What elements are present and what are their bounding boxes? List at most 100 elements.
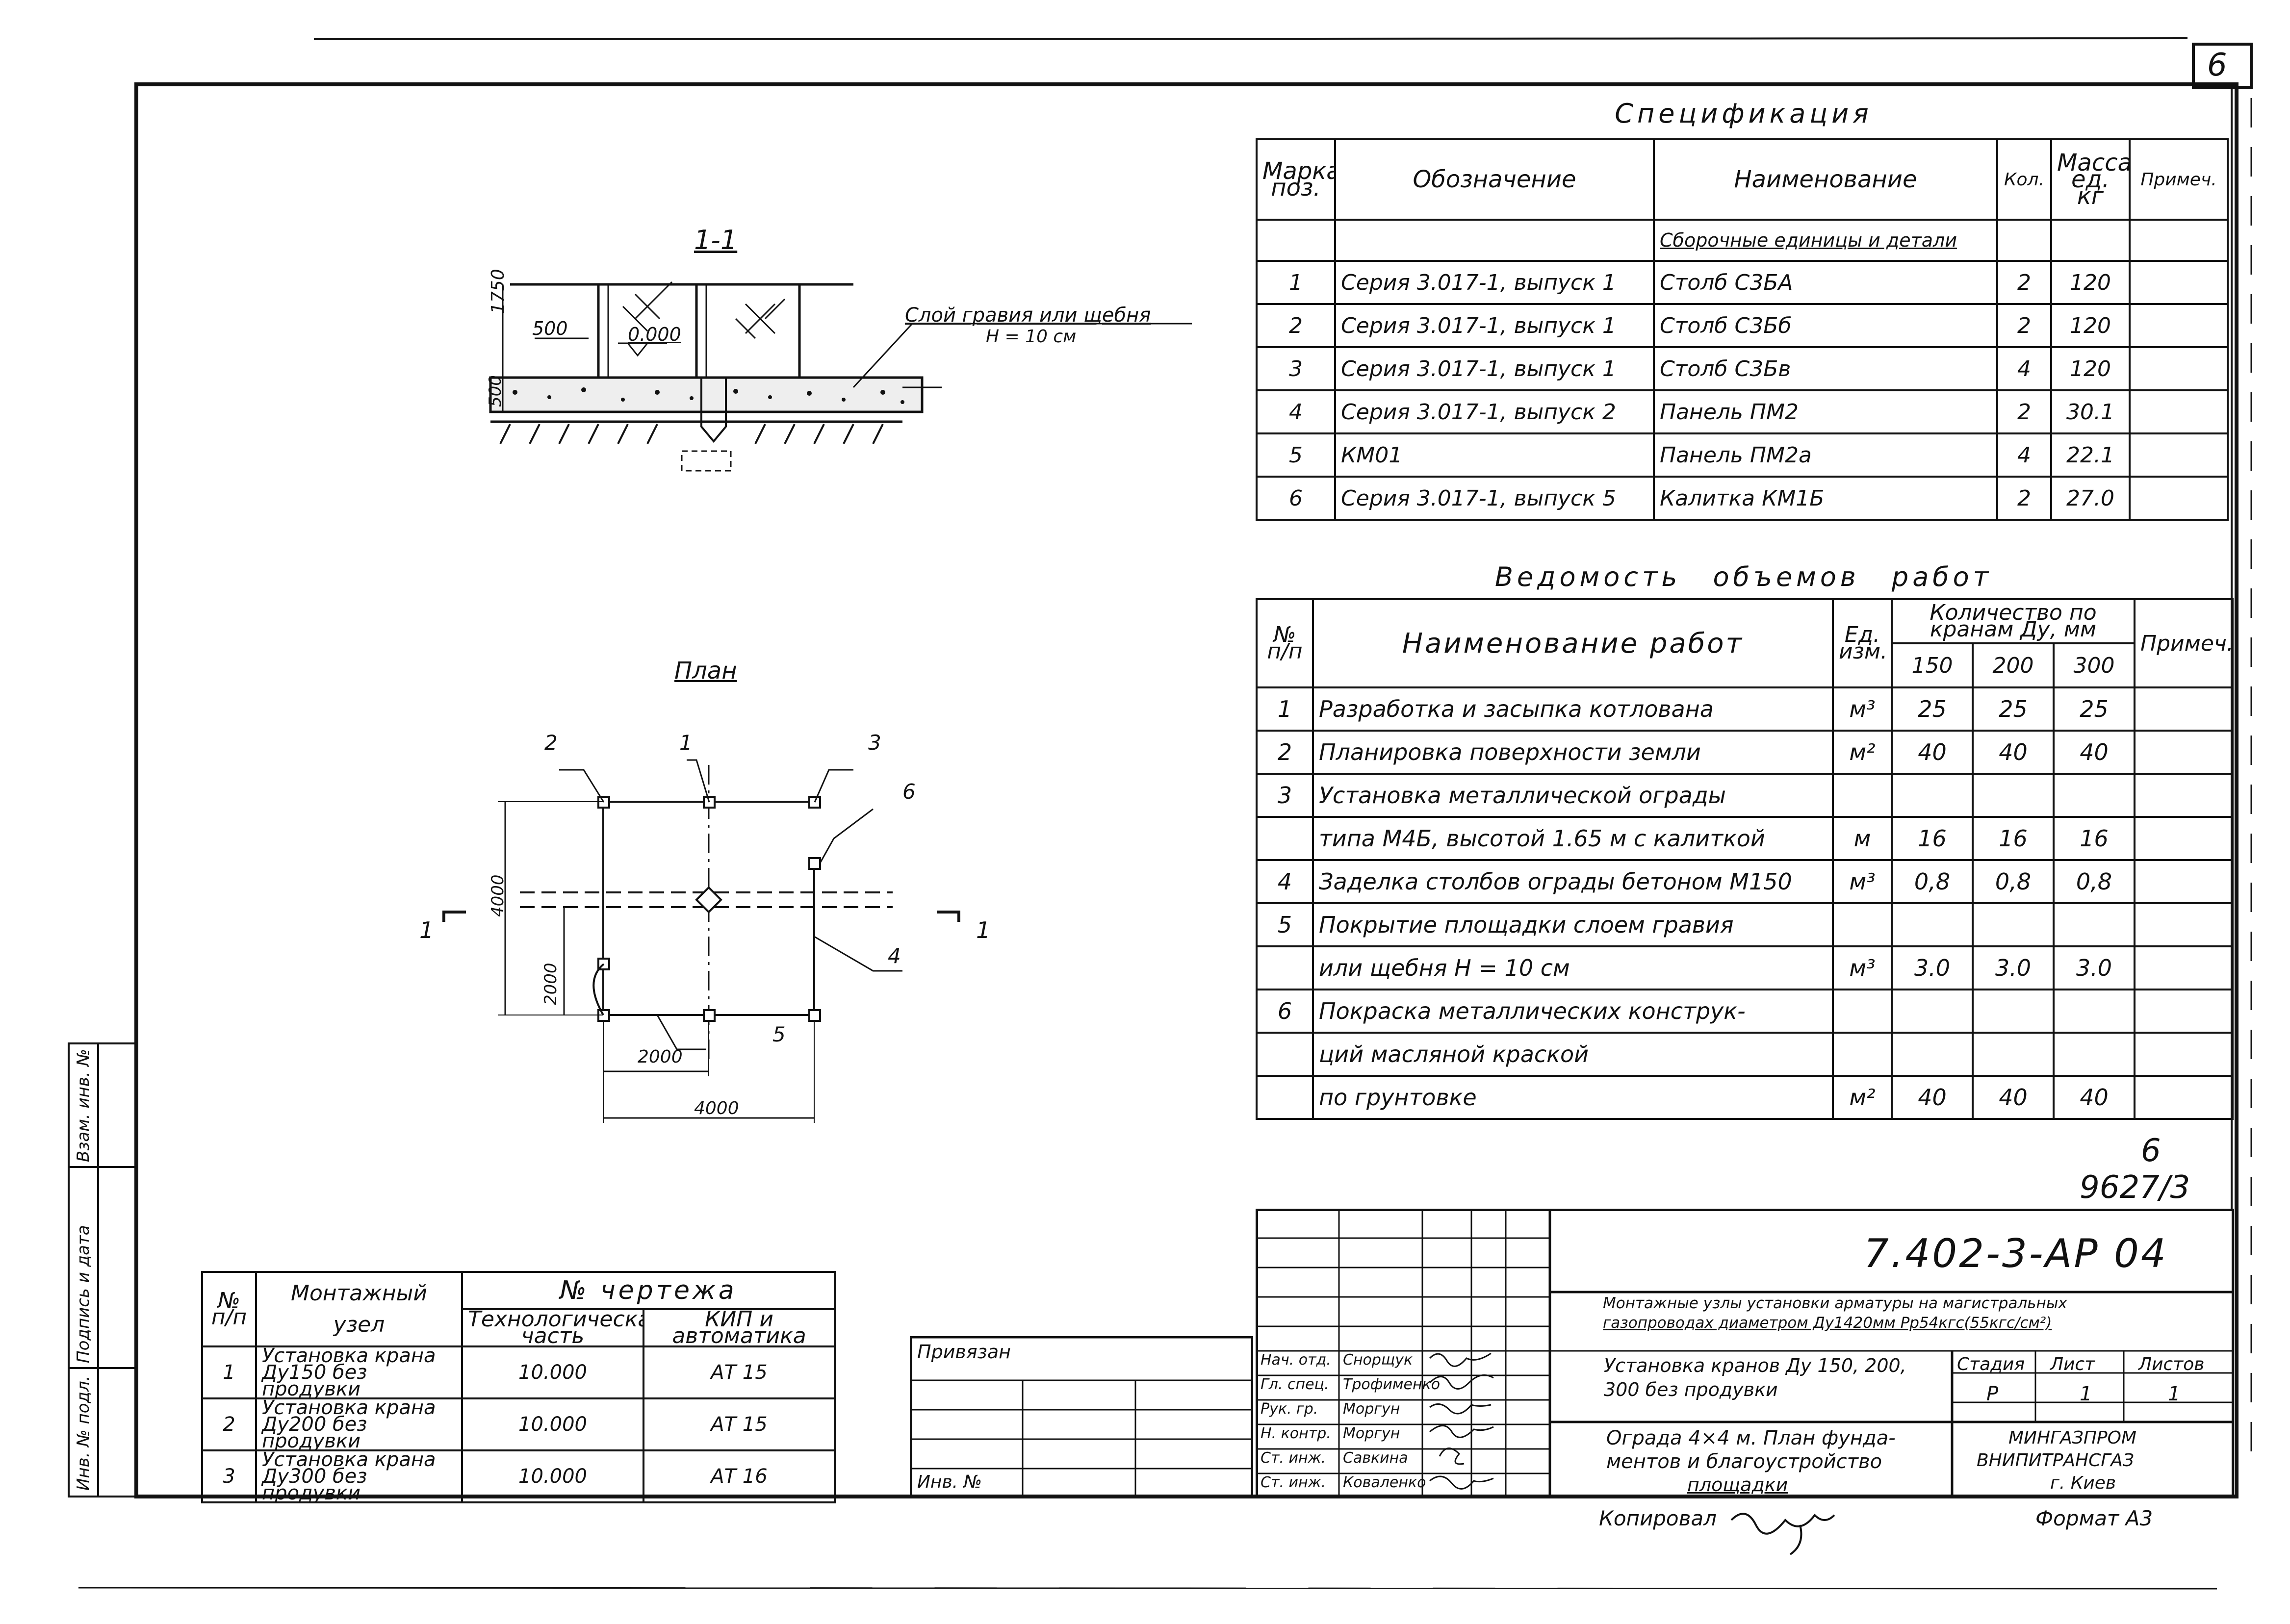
works-header-name: Наименование работ	[1312, 598, 1834, 688]
mount-header-drawing: № чертежа	[461, 1271, 836, 1310]
works-table: № п/п Наименование работ Ед. изм. Количе…	[1256, 598, 2234, 1120]
stamp-role-3: Рук. гр.	[1261, 1400, 1318, 1418]
plan-dim-4000-vertical: 4000	[488, 874, 508, 917]
stamp-org-line1: МИНГАЗПРОМ	[2008, 1428, 2136, 1448]
plan-drawing	[442, 759, 960, 1123]
stamp-stage-label: Стадия	[1957, 1354, 2025, 1374]
section-note-line1: Слой гравия или щебня	[905, 304, 1151, 327]
stamp-name-2: Трофименко	[1343, 1376, 1441, 1393]
section-level-mark: 0.000	[628, 324, 681, 345]
table-row: 3 Серия 3.017-1, выпуск 1 Столб С3Бв 4 1…	[1256, 346, 2229, 391]
spec-header-note: Примеч.	[2129, 138, 2229, 221]
plan-title: План	[674, 657, 737, 685]
stamp-name-4: Моргун	[1343, 1425, 1400, 1442]
mount-header-node: Монтажный узел	[255, 1271, 463, 1347]
stamp-sheet-value: 1	[2080, 1383, 2092, 1405]
table-row: 2 Установка крана Ду200 без продувки 10.…	[201, 1397, 836, 1451]
section-title: 1-1	[694, 225, 738, 255]
stamp-subtitle-line1: Установка кранов Ду 150, 200,	[1604, 1355, 1906, 1376]
archive-page-number: 6	[2141, 1133, 2161, 1169]
spec-header-designation: Обозначение	[1334, 138, 1655, 221]
plan-callout-2: 2	[544, 731, 558, 755]
side-stamp-replace: Взам. инв. №	[74, 1049, 93, 1162]
stamp-role-6: Ст. инж.	[1261, 1474, 1326, 1491]
stamp-role-4: Н. контр.	[1261, 1425, 1331, 1442]
spec-header-name: Наименование	[1653, 138, 1998, 221]
stamp-org-line3: г. Киев	[2050, 1473, 2116, 1493]
page-number: 6	[2207, 47, 2227, 83]
side-stamp-inv: Инв. № подл.	[74, 1375, 93, 1491]
section-drawing	[489, 281, 1192, 472]
plan-dim-2000: 2000	[638, 1047, 683, 1067]
works-header-num: № п/п	[1256, 598, 1314, 688]
table-row: 4 Серия 3.017-1, выпуск 2 Панель ПМ2 2 3…	[1256, 389, 2229, 434]
spec-header-mass: Масса ед. кг	[2050, 138, 2131, 221]
works-header-d150: 150	[1891, 642, 1974, 688]
plan-cut-right: 1	[976, 917, 991, 943]
stamp-subtitle-line2: 300 без продувки	[1604, 1379, 1778, 1400]
stamp-sheet-desc-line1: Ограда 4×4 м. План фунда-	[1606, 1427, 1896, 1449]
plan-callout-3: 3	[868, 731, 881, 755]
stamp-sheet-desc-line3: площадки	[1687, 1474, 1788, 1496]
plan-dim-4000: 4000	[694, 1098, 739, 1118]
spec-header-pos: Марка, поз.	[1256, 138, 1336, 221]
stamp-name-3: Моргун	[1343, 1400, 1400, 1418]
side-stamp-signature: Подпись и дата	[74, 1225, 93, 1363]
table-row: 1 Установка крана Ду150 без продувки 10.…	[201, 1345, 836, 1399]
binding-label: Привязан	[917, 1341, 1011, 1363]
works-header-note: Примеч.	[2134, 598, 2234, 688]
binding-block	[910, 1336, 1253, 1498]
stamp-name-5: Савкина	[1343, 1449, 1408, 1467]
plan-dim-2000-vertical: 2000	[541, 963, 561, 1005]
works-header-unit: Ед. изм.	[1832, 598, 1893, 688]
copier-signature	[1730, 1513, 1835, 1555]
stamp-role-1: Нач. отд.	[1261, 1351, 1331, 1369]
stamp-role-2: Гл. спец.	[1261, 1376, 1329, 1393]
table-row: ций масляной краской	[1256, 1032, 2234, 1077]
table-row: 6 Серия 3.017-1, выпуск 5 Калитка КМ1Б 2…	[1256, 476, 2229, 521]
table-row: 3 Установка крана Ду300 без продувки 10.…	[201, 1449, 836, 1503]
works-title: Ведомость объемов работ	[1494, 561, 1993, 592]
title-stamp-frame	[1256, 1209, 2234, 1498]
table-row: 2 Серия 3.017-1, выпуск 1 Столб С3Бб 2 1…	[1256, 303, 2229, 348]
works-header-qty-group: Количество по кранам Ду, мм	[1890, 598, 2136, 644]
mount-header-tech: Технологическая часть	[461, 1308, 644, 1347]
spec-header-qty: Кол.	[1996, 138, 2052, 221]
inv-label: Инв. №	[917, 1472, 982, 1492]
stamp-org-line2: ВНИПИТРАНСГАЗ	[1977, 1450, 2134, 1471]
spec-title: Спецификация	[1615, 98, 1873, 129]
stamp-sheet-desc-line2: ментов и благоустройство	[1606, 1450, 1882, 1473]
stamp-name-1: Снорщук	[1343, 1351, 1413, 1369]
table-row: 1 Серия 3.017-1, выпуск 1 Столб С3БА 2 1…	[1256, 260, 2229, 305]
plan-callout-6: 6	[902, 780, 916, 804]
stamp-sheets-label: Листов	[2138, 1354, 2205, 1374]
signature-scribbles	[1429, 1352, 1494, 1490]
plan-cut-left: 1	[419, 917, 434, 943]
section-dim-500-vertical: 500	[486, 375, 505, 407]
stamp-title-line1: Монтажные узлы установки арматуры на маг…	[1603, 1294, 2067, 1312]
stamp-title-line2: газопроводах диаметром Ду1420мм Рр54кгс(…	[1603, 1314, 2052, 1332]
specification-table: Марка, поз. Обозначение Наименование Кол…	[1256, 138, 2229, 521]
spec-subheader: Сборочные единицы и детали	[1653, 219, 1998, 262]
plan-callout-5: 5	[772, 1022, 786, 1046]
stamp-sheets-value: 1	[2168, 1383, 2181, 1405]
stamp-name-6: Коваленко	[1343, 1474, 1426, 1491]
works-header-d300: 300	[2052, 642, 2136, 688]
copied-label: Копировал	[1599, 1506, 1717, 1530]
archive-number: 9627/3	[2080, 1169, 2190, 1206]
stamp-role-5: Ст. инж.	[1261, 1449, 1326, 1467]
plan-callout-4: 4	[888, 944, 901, 968]
format-label: Формат А3	[2035, 1506, 2153, 1530]
works-header-d200: 200	[1972, 642, 2055, 688]
stamp-stage-value: Р	[1986, 1383, 1999, 1405]
section-dim-1750: 1750	[488, 269, 508, 314]
